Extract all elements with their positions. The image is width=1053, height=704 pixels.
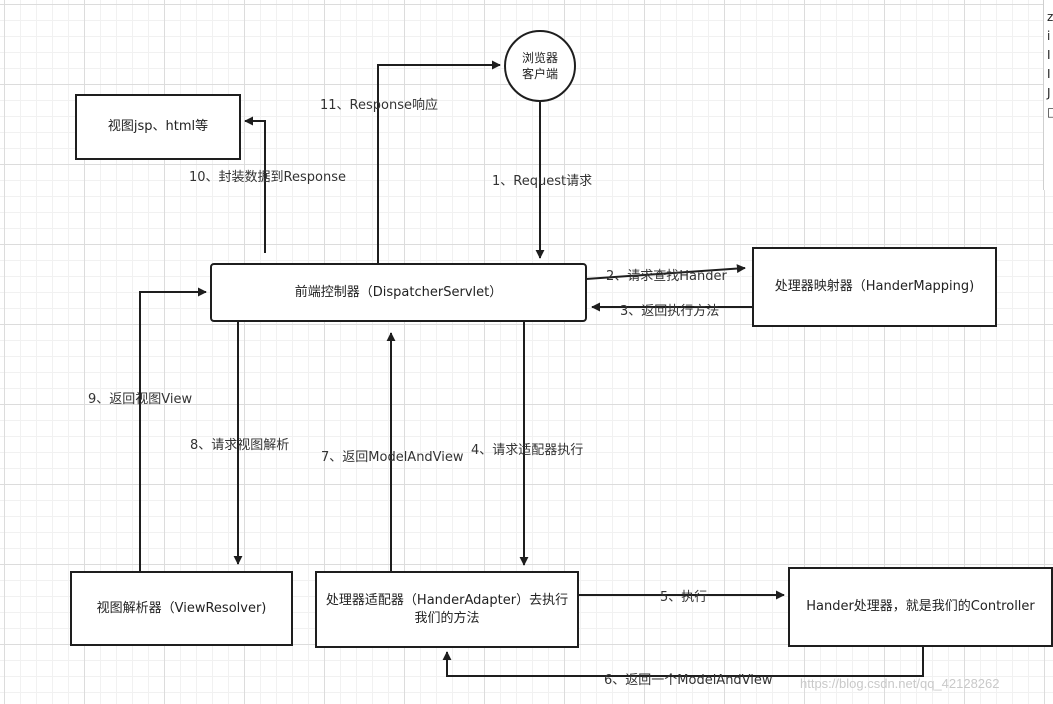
edge-2-arrow [585,264,746,280]
handler-controller-label: Hander处理器，就是我们的Controller [806,599,1035,615]
dispatcher-servlet-node: 前端控制器（DispatcherServlet） [210,263,587,322]
view-node: 视图jsp、html等 [75,94,241,160]
side-panel-line-6: □ [1047,103,1053,122]
dispatcher-servlet-label: 前端控制器（DispatcherServlet） [294,284,503,300]
side-panel-line-3: I [1047,48,1051,62]
side-panel-line-1: z [1047,10,1053,24]
edge-6-arrow [442,646,924,677]
edge-5-label: 5、执行 [660,590,708,605]
edge-10-label: 10、封装数据到Response [189,170,346,185]
edge-8-label: 8、请求视图解析 [190,438,290,453]
handler-controller-node: Hander处理器，就是我们的Controller [788,567,1053,647]
edge-4-label: 4、请求适配器执行 [471,443,584,458]
edge-1-label: 1、Request请求 [492,174,593,189]
view-resolver-label: 视图解析器（ViewResolver) [96,600,267,616]
view-label: 视图jsp、html等 [107,119,209,135]
edge-9-label: 9、返回视图View [88,392,193,407]
handler-mapping-node: 处理器映射器（HanderMapping) [752,247,997,327]
side-panel-line-5: J [1047,86,1051,100]
watermark-text: https://blog.csdn.net/qq_42128262 [800,676,1000,691]
side-panel-line-4: I [1047,67,1051,81]
handler-adapter-label: 处理器适配器（HanderAdapter）去执行 我们的方法 [325,592,569,626]
edge-2-label: 2、请求查找Hander [606,269,727,284]
view-resolver-node: 视图解析器（ViewResolver) [70,571,293,646]
edge-7-label: 7、返回ModelAndView [321,450,464,465]
handler-mapping-label: 处理器映射器（HanderMapping) [774,279,975,295]
browser-client-label: 浏览器 客户端 [521,50,558,81]
edge-10-arrow [244,116,266,253]
edge-11-label: 11、Response响应 [320,98,438,113]
edge-6-label: 6、返回一个ModelAndView [604,673,773,688]
side-panel-line-2: i [1047,29,1051,43]
edge-3-label: 3、返回执行方法 [620,304,720,319]
browser-client-node: 浏览器 客户端 [504,30,576,102]
edge-9-arrow [139,287,207,571]
side-panel-fragment: z i I I J □ [1043,0,1053,190]
handler-adapter-node: 处理器适配器（HanderAdapter）去执行 我们的方法 [315,571,579,648]
edge-11-arrow [377,60,501,263]
